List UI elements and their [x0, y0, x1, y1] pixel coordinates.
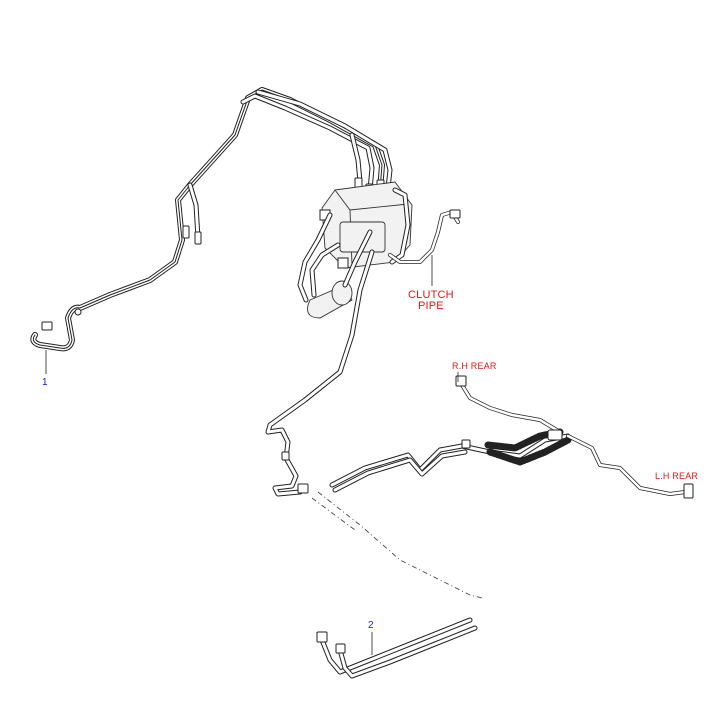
lower-pipe-assembly [316, 617, 478, 679]
lh-rear-label: L.H REAR [655, 471, 699, 481]
rh-rear-label: R.H REAR [452, 361, 497, 371]
clutch-pipe-label: CLUTCH PIPE [408, 290, 454, 312]
part-number-2: 2 [368, 620, 374, 631]
clutch-pipe [388, 209, 461, 286]
dashed-guides [311, 491, 483, 599]
main-rear-pipe [265, 249, 375, 497]
clutch-pipe-label-line1: CLUTCH [408, 289, 454, 301]
rear-axle-pipes [329, 372, 694, 499]
abs-modulator [297, 181, 413, 319]
clutch-pipe-label-line2: PIPE [417, 300, 444, 312]
part-number-1: 1 [42, 377, 48, 388]
